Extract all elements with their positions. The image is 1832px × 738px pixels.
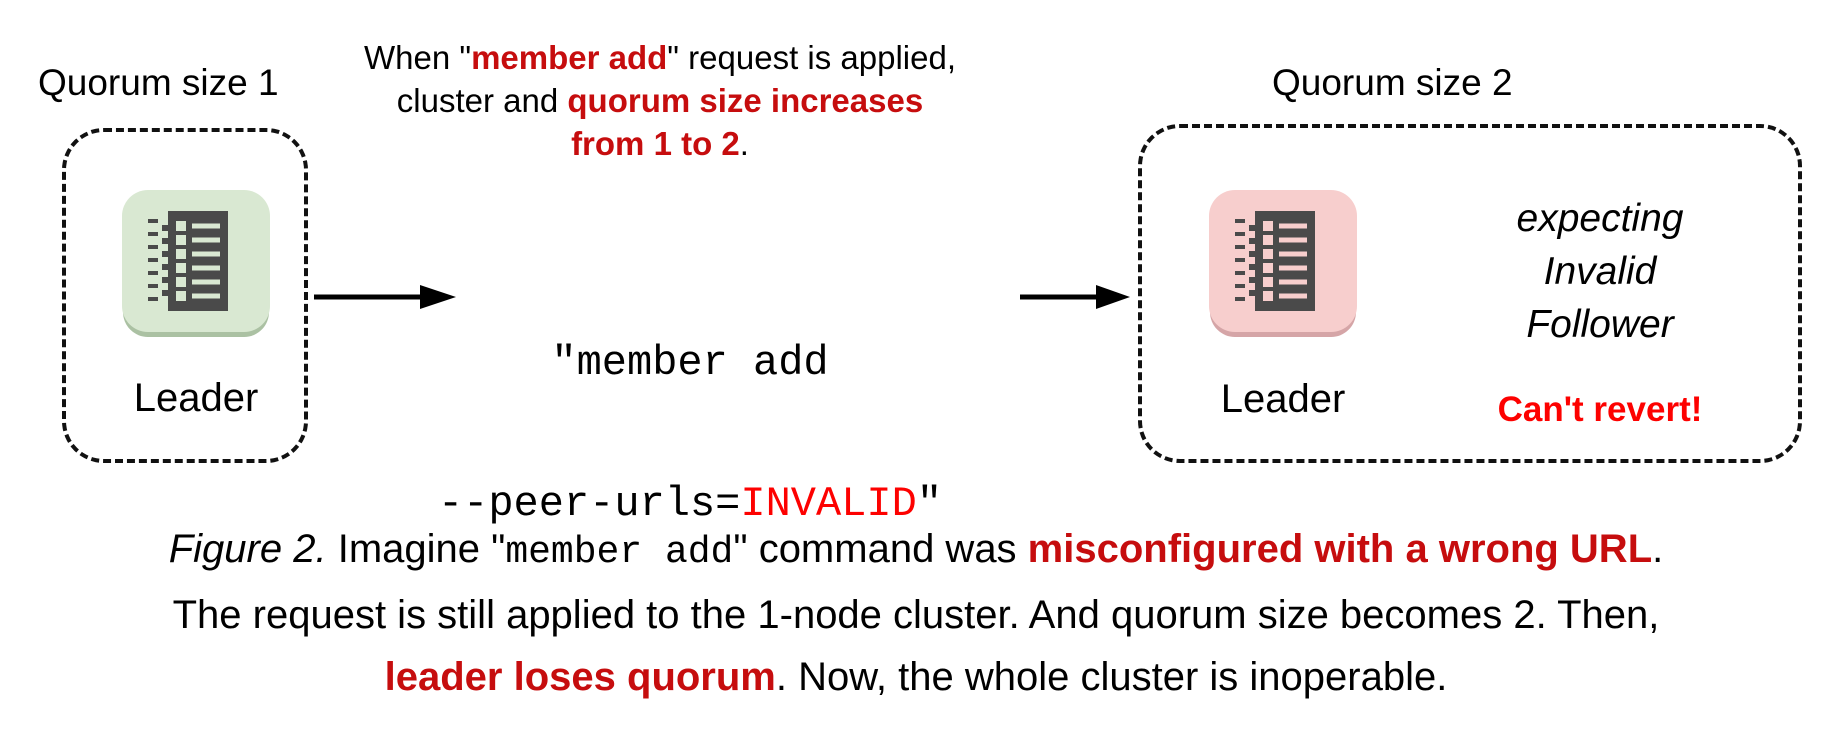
- command-line-1: "member add: [551, 339, 829, 387]
- command-invalid-value: INVALID: [740, 480, 917, 528]
- annotation-line-3: from 1 to 2.: [320, 122, 1000, 165]
- caption-line-1: Figure 2. Imagine "member add" command w…: [0, 518, 1832, 584]
- arrow-right-icon: [1020, 285, 1130, 309]
- annotation-text: When "member add" request is applied, cl…: [320, 36, 1000, 165]
- annotation-emphasis: member add: [471, 39, 668, 76]
- annotation-plain: " request is applied,: [667, 39, 957, 76]
- caption-code: member add: [505, 531, 734, 574]
- expecting-line: Invalid: [1543, 250, 1657, 293]
- right-node-label: Leader: [1220, 377, 1346, 421]
- caption-plain: Imagine ": [326, 527, 506, 571]
- caption-emphasis: leader loses quorum: [384, 655, 776, 699]
- expecting-line: Follower: [1526, 303, 1674, 346]
- annotation-plain: .: [739, 125, 749, 162]
- command-line-2: --peer-urls=INVALID": [400, 481, 980, 528]
- figure-caption: Figure 2. Imagine "member add" command w…: [0, 518, 1832, 708]
- arrow-right-icon: [314, 285, 456, 309]
- expecting-line: expecting: [1516, 197, 1684, 240]
- cant-revert-warning: Can't revert!: [1497, 390, 1703, 429]
- annotation-emphasis: from 1 to 2: [571, 125, 740, 162]
- leader-node-pink: [1209, 190, 1357, 332]
- ledger-icon: [148, 211, 228, 311]
- annotation-line-1: When "member add" request is applied,: [320, 36, 1000, 79]
- left-cluster-box: Leader: [62, 128, 308, 463]
- caption-plain: " command was: [733, 527, 1028, 571]
- ledger-icon: [1235, 211, 1315, 311]
- caption-emphasis: misconfigured with a wrong URL: [1027, 527, 1653, 571]
- command-quote: ": [916, 480, 943, 528]
- leader-node-green: [122, 190, 270, 332]
- right-quorum-title: Quorum size 2: [1272, 62, 1513, 103]
- command-flag: --peer-urls=: [437, 480, 741, 528]
- left-quorum-title: Quorum size 1: [38, 62, 279, 103]
- command-text: "member add --peer-urls=INVALID": [400, 246, 980, 622]
- expecting-text: expecting Invalid Follower: [1440, 192, 1760, 351]
- caption-line-2: The request is still applied to the 1-no…: [172, 593, 1660, 637]
- figure-number: Figure 2.: [168, 527, 327, 571]
- annotation-plain: cluster and: [396, 82, 568, 119]
- left-node-label: Leader: [133, 376, 259, 420]
- caption-plain: .: [1652, 527, 1664, 571]
- annotation-line-2: cluster and quorum size increases: [320, 79, 1000, 122]
- caption-plain: . Now, the whole cluster is inoperable.: [775, 655, 1448, 699]
- caption-line-3: leader loses quorum. Now, the whole clus…: [0, 646, 1832, 708]
- right-cluster-box: Leader: [1138, 124, 1802, 463]
- annotation-plain: When ": [363, 39, 472, 76]
- annotation-emphasis: quorum size increases: [567, 82, 924, 119]
